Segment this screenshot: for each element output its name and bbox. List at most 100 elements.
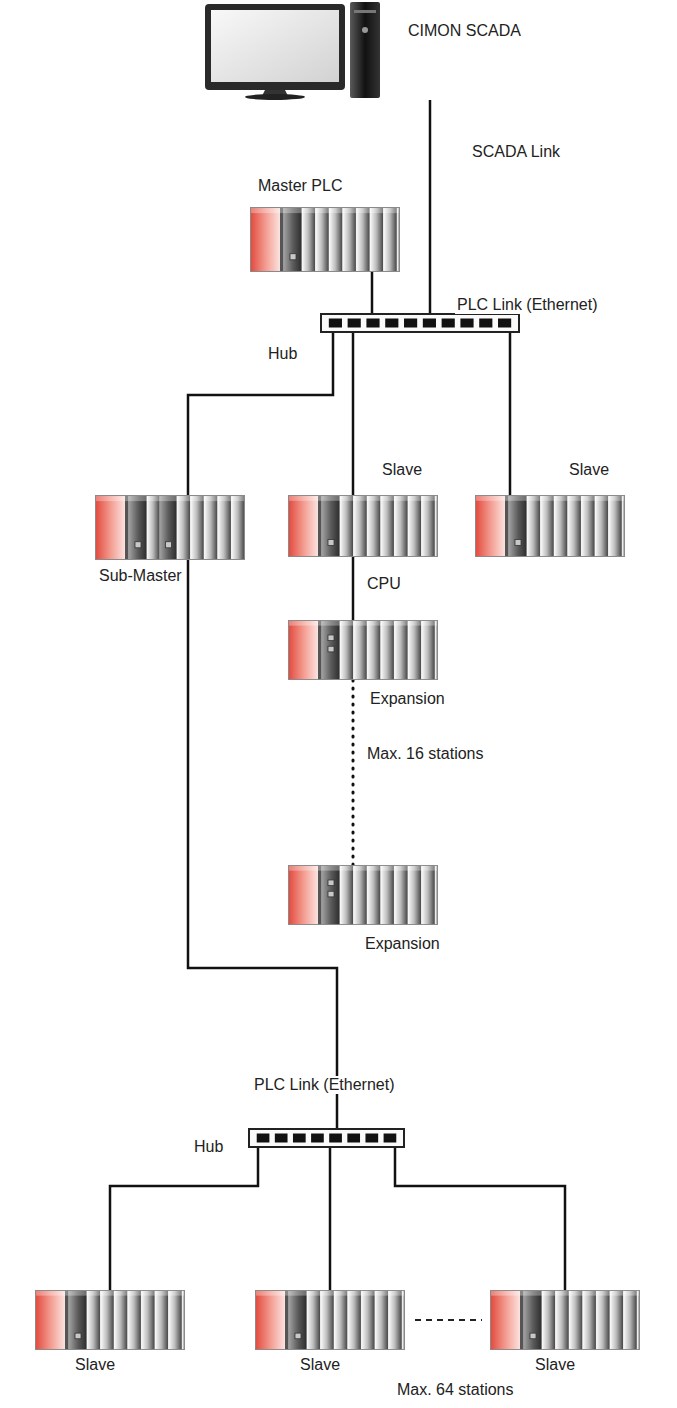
plc-module <box>125 495 129 560</box>
hub-port <box>347 1134 360 1143</box>
node-label: CIMON SCADA <box>408 22 521 40</box>
io-module <box>340 495 354 557</box>
io-module <box>367 495 381 557</box>
network-hub: Hub <box>248 1128 405 1148</box>
plc-module <box>318 865 322 925</box>
io-module <box>596 1290 610 1350</box>
io-module <box>394 865 408 925</box>
io-module <box>348 1290 362 1350</box>
io-module <box>568 495 582 557</box>
io-module <box>356 207 370 272</box>
pc-tower <box>350 2 380 98</box>
io-module <box>408 865 422 925</box>
link-label: Max. 16 stations <box>365 745 486 763</box>
module-led <box>166 542 172 548</box>
io-module <box>354 865 368 925</box>
power-module <box>250 207 280 272</box>
monitor-screen <box>211 10 339 82</box>
node-label: Master PLC <box>258 177 342 195</box>
plc-module <box>65 1290 69 1350</box>
plc-outline <box>491 1290 640 1349</box>
io-module <box>354 495 368 557</box>
hub-port <box>384 1134 397 1143</box>
plc-unit: Expansion <box>288 865 438 925</box>
plc-module <box>69 1290 87 1350</box>
io-module <box>155 1290 169 1350</box>
hub-port <box>311 1134 324 1143</box>
module-led <box>530 1333 536 1339</box>
plc-unit: Sub-Master <box>95 495 245 560</box>
power-module <box>475 495 505 557</box>
io-module <box>389 1290 403 1350</box>
io-module <box>422 495 436 557</box>
plc-module <box>322 865 340 925</box>
plc-module <box>160 495 177 560</box>
io-module <box>302 207 316 272</box>
power-module <box>288 620 318 680</box>
power-module <box>288 495 318 557</box>
plc-outline <box>251 208 400 272</box>
io-module <box>191 495 205 560</box>
io-module <box>394 495 408 557</box>
plc-unit: Slave <box>475 495 625 557</box>
plc-module <box>318 620 322 680</box>
io-module <box>569 1290 583 1350</box>
link-label: PLC Link (Ethernet) <box>252 1076 397 1094</box>
module-led <box>328 635 334 641</box>
power-module <box>490 1290 520 1350</box>
io-module <box>321 1290 335 1350</box>
io-module <box>554 495 568 557</box>
plc-drawing <box>490 1290 640 1350</box>
hub-ports <box>250 1130 403 1146</box>
module-led <box>328 646 334 652</box>
node-label: Slave <box>300 1356 340 1374</box>
plc-unit: Expansion <box>288 620 438 680</box>
io-module <box>370 207 384 272</box>
node-label: Expansion <box>365 935 440 953</box>
io-module <box>583 1290 597 1350</box>
io-module <box>367 620 381 680</box>
io-module <box>609 495 623 557</box>
io-module <box>128 1290 142 1350</box>
network-link <box>395 1148 565 1290</box>
hub-port <box>442 319 455 328</box>
module-led <box>515 540 521 546</box>
plc-module <box>322 495 340 557</box>
hub-port <box>293 1134 306 1143</box>
hub-port <box>385 319 398 328</box>
network-link <box>509 333 512 495</box>
plc-outline <box>96 496 245 560</box>
io-module <box>408 495 422 557</box>
link-label: Max. 64 stations <box>395 1381 516 1399</box>
plc-module <box>285 1290 289 1350</box>
io-module <box>595 495 609 557</box>
io-module <box>169 1290 183 1350</box>
io-module <box>101 1290 115 1350</box>
plc-drawing <box>255 1290 405 1350</box>
power-module <box>95 495 125 560</box>
io-module <box>381 620 395 680</box>
module-led <box>75 1333 81 1339</box>
plc-drawing <box>288 620 438 680</box>
io-module <box>381 865 395 925</box>
io-module <box>422 865 436 925</box>
plc-outline <box>289 620 438 679</box>
io-module <box>624 1290 638 1350</box>
network-hub: Hub <box>320 313 520 333</box>
network-link <box>429 100 432 313</box>
network-link <box>352 680 355 865</box>
hub-port <box>423 319 436 328</box>
plc-module <box>289 1290 307 1350</box>
link-label: PLC Link (Ethernet) <box>455 296 600 314</box>
io-module <box>141 1290 155 1350</box>
plc-drawing <box>288 495 438 557</box>
module-led <box>328 880 334 886</box>
io-module <box>343 207 357 272</box>
hub-port <box>404 319 417 328</box>
node-label: Slave <box>75 1356 115 1374</box>
plc-drawing <box>35 1290 185 1350</box>
plc-drawing <box>95 495 245 560</box>
plc-unit: SlaveCPU <box>288 495 438 557</box>
hub-ports <box>322 315 518 331</box>
